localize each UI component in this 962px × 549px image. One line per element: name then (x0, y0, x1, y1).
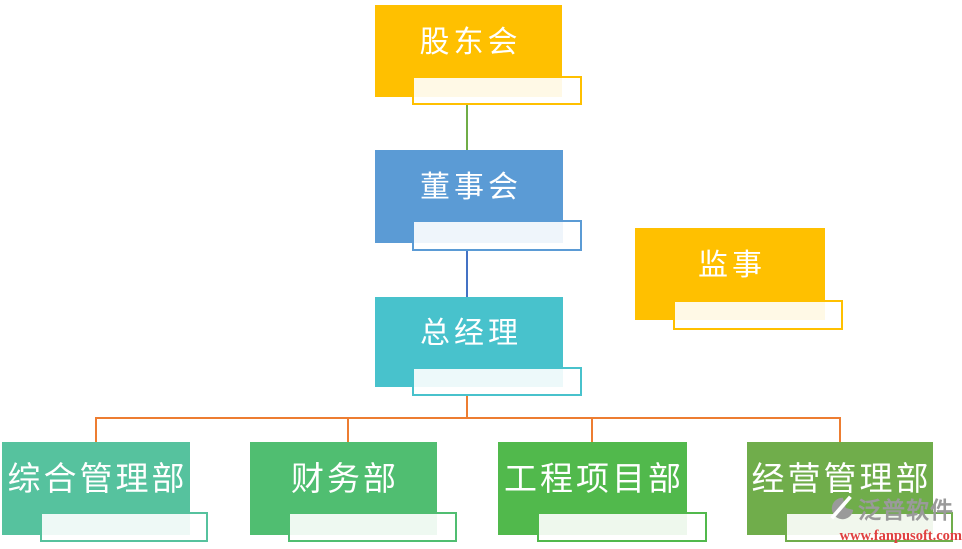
org-node-nameplate-shareholders (412, 76, 582, 105)
connector-gm-stub-line (466, 396, 468, 418)
org-node-label: 监事 (698, 248, 766, 282)
org-node-nameplate-dept-engineering-projects (537, 512, 707, 542)
connector-drop-dept-engineering-line (591, 417, 593, 442)
connector-drop-dept-general-admin-line (95, 417, 97, 442)
org-node-nameplate-general-manager (412, 367, 582, 396)
connector-drop-dept-operations-line (839, 417, 841, 442)
org-node-label: 综合管理部 (7, 460, 188, 497)
connector-shareholders-board-line (466, 105, 468, 150)
org-node-nameplate-dept-general-admin (40, 512, 208, 542)
org-node-label: 财务部 (291, 460, 399, 497)
connector-drop-dept-finance-line (347, 417, 349, 442)
fanpu-logo-icon (828, 494, 856, 527)
watermark-url: www.fanpusoft.com (839, 528, 962, 544)
org-node-label: 总经理 (420, 316, 522, 350)
connector-departments-rail-line (95, 417, 841, 419)
org-node-label: 董事会 (420, 171, 522, 204)
watermark: 泛普软件 www.fanpusoft.com (828, 494, 962, 544)
watermark-brand: 泛普软件 (858, 497, 954, 523)
org-node-label: 股东会 (419, 25, 522, 59)
org-node-general-manager: 总经理 (375, 297, 563, 387)
org-node-label: 工程项目部 (504, 460, 684, 497)
org-node-nameplate-dept-finance (288, 512, 457, 542)
connector-board-gm-line (466, 251, 468, 297)
org-node-nameplate-board-of-directors (412, 220, 582, 251)
org-node-label: 经营管理部 (751, 460, 932, 497)
org-node-nameplate-supervisor (673, 300, 843, 330)
org-node-nameplate-dept-operations-management (785, 512, 953, 542)
